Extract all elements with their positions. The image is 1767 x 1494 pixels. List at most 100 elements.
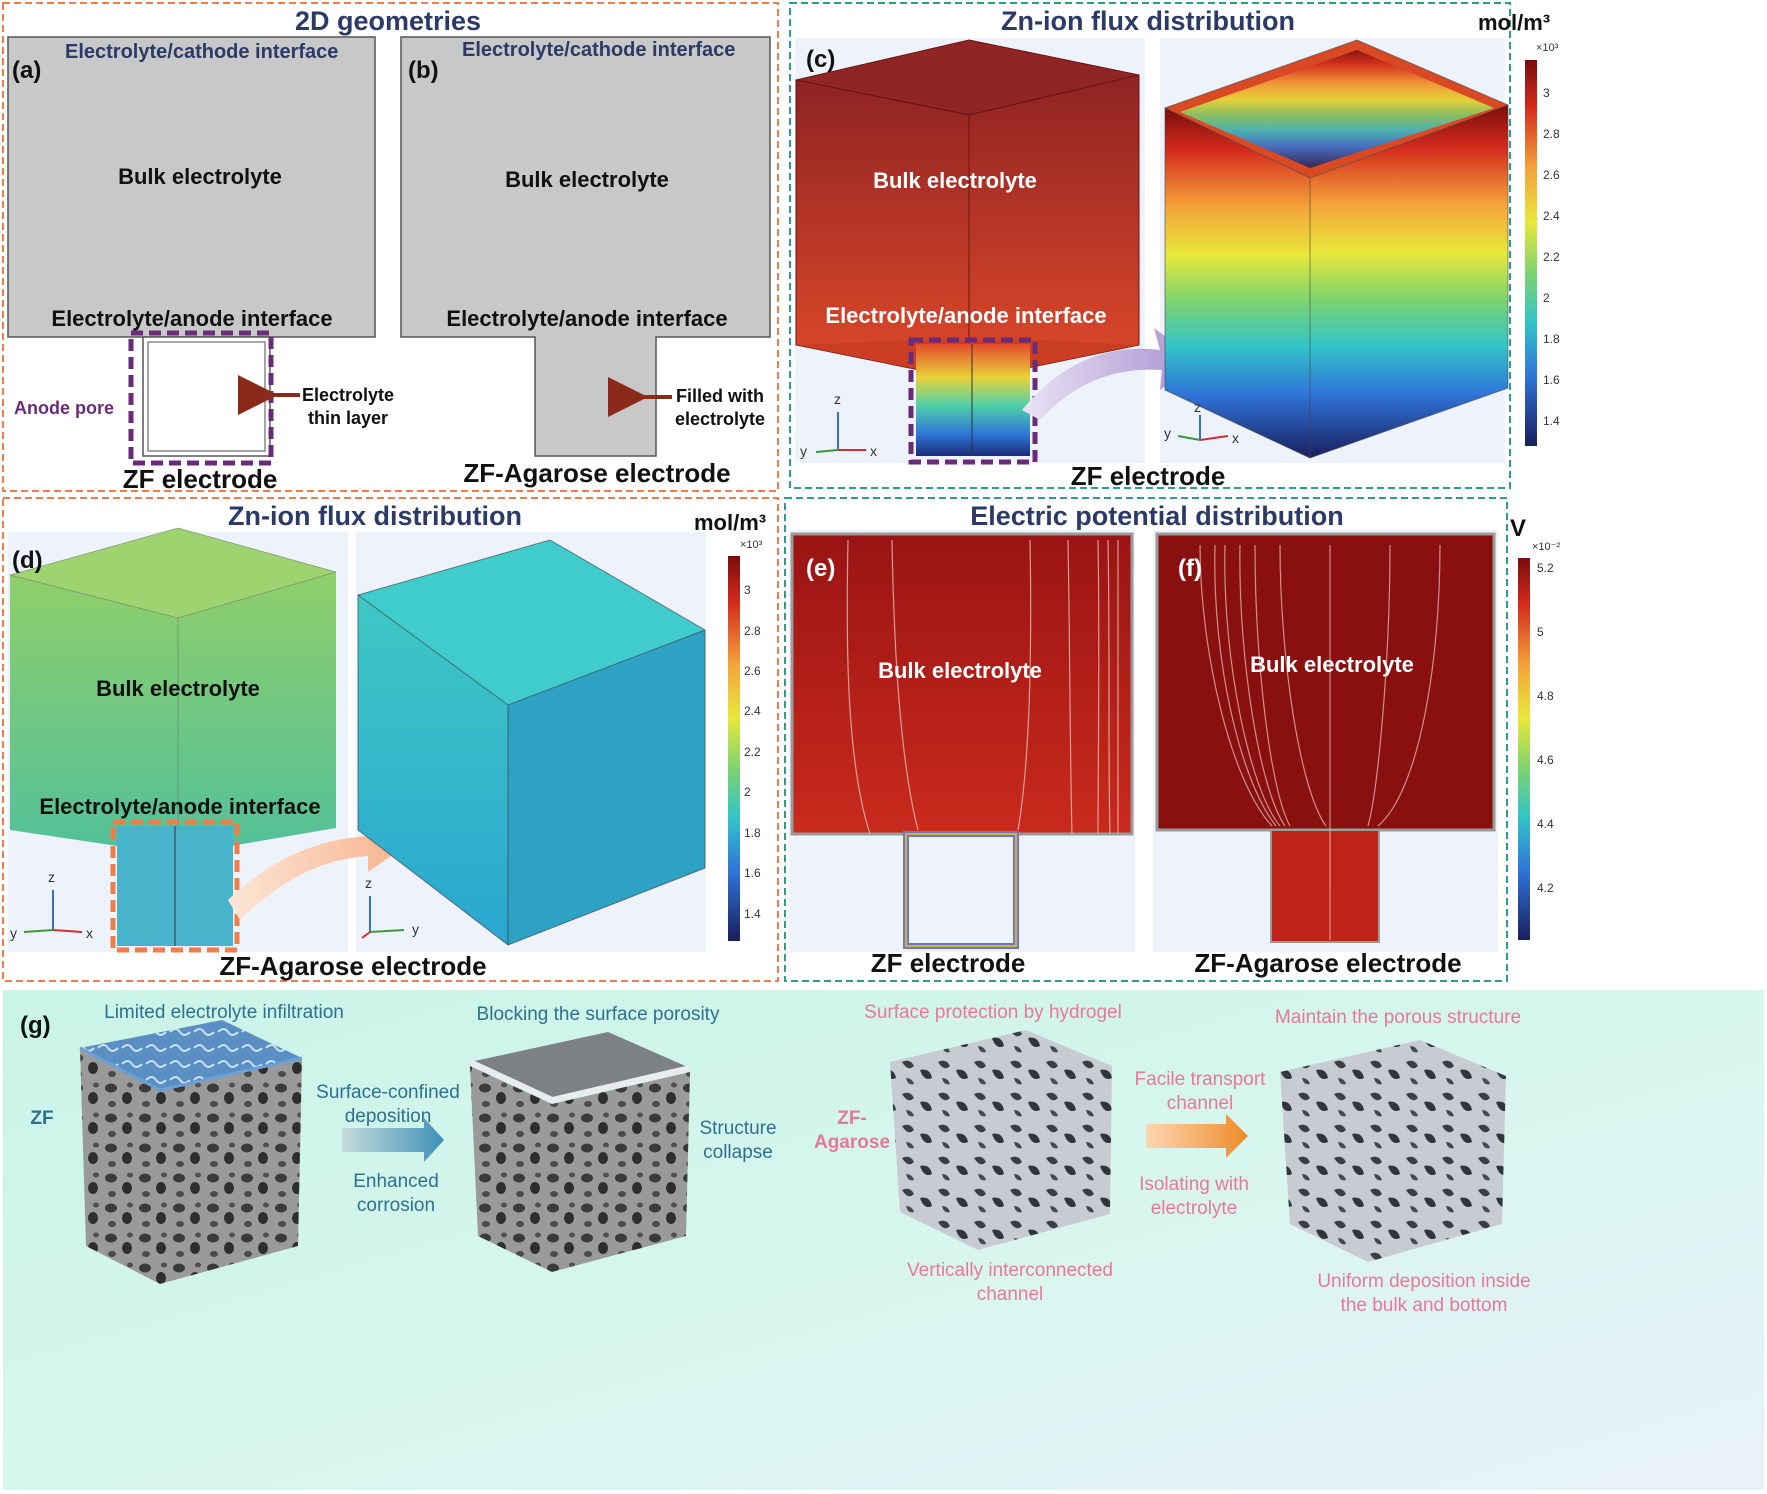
colorbar-c-tick: 1.4 xyxy=(1543,414,1560,428)
panel-c: Zn-ion flux distribution (c) Bulk electr… xyxy=(789,2,1560,491)
cyan-cube-right xyxy=(508,630,705,945)
bulk-region-e xyxy=(790,532,1134,836)
caption-c: ZF electrode xyxy=(1071,461,1226,491)
axes-triad-c2: z y x xyxy=(1164,399,1239,446)
bulk-text-d: Bulk electrolyte xyxy=(96,676,260,701)
caption-f: ZF-Agarose electrode xyxy=(1194,948,1461,978)
vertical-1: Vertically interconnected xyxy=(907,1260,1113,1281)
colorbar-c-tick: 2.4 xyxy=(1543,209,1560,223)
zf-foam-cube xyxy=(79,1020,303,1284)
agarose-foam-cube xyxy=(890,1030,1112,1250)
surface-confined-1: Surface-confined xyxy=(316,1082,460,1103)
colorbar-c-tick: 3 xyxy=(1543,86,1550,100)
red-box-left xyxy=(795,79,970,381)
scale-exp-c: ×10³ xyxy=(1536,42,1559,54)
unit-d: mol/m³ xyxy=(694,510,766,535)
bulk-text-c: Bulk electrolyte xyxy=(873,168,1037,193)
colorbar-ef-tick: 4.8 xyxy=(1537,689,1554,703)
label-a: (a) xyxy=(12,57,41,84)
label-c: (c) xyxy=(806,46,835,73)
label-b: (b) xyxy=(408,57,439,84)
zf-agarose-label-2: Agarose xyxy=(814,1132,890,1153)
collapse-2: collapse xyxy=(703,1142,773,1163)
svg-text:z: z xyxy=(834,391,841,407)
jet-box-inner xyxy=(1180,50,1494,168)
orange-arrow xyxy=(1146,1114,1248,1158)
scale-exp-d: ×10³ xyxy=(740,539,763,551)
surface-confined-2: deposition xyxy=(345,1106,432,1127)
colorbar-ef-tick: 4.2 xyxy=(1537,881,1554,895)
svg-text:y: y xyxy=(800,443,807,459)
panel-ab-title: 2D geometries xyxy=(295,6,481,36)
collapse-1: Structure xyxy=(699,1118,776,1139)
zoom-arrow-d xyxy=(228,812,414,920)
svg-text:x: x xyxy=(1232,430,1239,446)
colorbar-c-tick: 2.8 xyxy=(1543,127,1560,141)
bulk-text-f: Bulk electrolyte xyxy=(1250,652,1414,677)
colorbar-d xyxy=(728,556,740,941)
uniform-2: the bulk and bottom xyxy=(1341,1295,1508,1316)
filled-label-2: electrolyte xyxy=(675,409,765,429)
svg-text:y: y xyxy=(412,921,419,937)
panel-ab: 2D geometries (a) Electrolyte/cathode in… xyxy=(2,2,779,494)
anode-interface-a: Electrolyte/anode interface xyxy=(51,306,332,331)
svg-text:z: z xyxy=(1194,399,1201,415)
facile-1: Facile transport xyxy=(1135,1069,1267,1090)
pore-c xyxy=(916,344,1030,456)
pore-d-highlight xyxy=(110,819,240,953)
panel-c-title: Zn-ion flux distribution xyxy=(1001,6,1295,36)
colorbar-d-tick: 3 xyxy=(744,583,751,597)
colorbar-ef-tick: 5.2 xyxy=(1537,561,1554,575)
isolating-1: Isolating with xyxy=(1139,1174,1249,1195)
axes-triad-c1: z y x xyxy=(800,391,877,459)
thin-layer-label-1: Electrolyte xyxy=(302,385,394,405)
maintained-foam-cube xyxy=(1280,1040,1506,1262)
colorbar-ef-ticks: 5.2 5 4.8 4.6 4.4 4.2 xyxy=(1537,561,1554,895)
colorbar-d-ticks: 3 2.8 2.6 2.4 2.2 2 1.8 1.6 1.4 xyxy=(744,583,761,921)
collapsed-foam-cube xyxy=(468,1032,691,1272)
panel-g: (g) ZF Limited electrolyte infiltration … xyxy=(3,990,1764,1490)
panel-d-title: Zn-ion flux distribution xyxy=(228,501,522,531)
maintain-label: Maintain the porous structure xyxy=(1275,1007,1521,1028)
caption-e: ZF electrode xyxy=(871,948,1026,978)
colorbar-c-ticks: 3 2.8 2.6 2.4 2.2 2 1.8 1.6 1.4 xyxy=(1543,86,1560,428)
svg-text:y: y xyxy=(10,925,17,941)
panel-d: Zn-ion flux distribution (d) Bulk electr… xyxy=(2,497,779,982)
colorbar-d-tick: 2.6 xyxy=(744,664,761,678)
colorbar-ef-tick: 4.6 xyxy=(1537,753,1554,767)
colorbar-ef-tick: 5 xyxy=(1537,625,1544,639)
svg-text:x: x xyxy=(86,925,93,941)
scale-exp-ef: ×10⁻² xyxy=(1532,541,1560,553)
enhanced-2: corrosion xyxy=(357,1195,435,1216)
anode-pore-a xyxy=(142,336,271,457)
interface-c: Electrolyte/anode interface xyxy=(825,303,1106,328)
bulk-text-e: Bulk electrolyte xyxy=(878,658,1042,683)
colorbar-d-tick: 1.4 xyxy=(744,907,761,921)
svg-text:z: z xyxy=(365,875,372,891)
zf-label: ZF xyxy=(30,1108,53,1129)
bulk-region-b xyxy=(400,36,771,457)
bulk-text-a: Bulk electrolyte xyxy=(118,164,282,189)
panel-c-frame xyxy=(789,2,1511,489)
colorbar-ef-tick: 4.4 xyxy=(1537,817,1554,831)
panel-ef-frame xyxy=(784,497,1508,982)
panel-ef-title: Electric potential distribution xyxy=(970,501,1344,531)
caption-d: ZF-Agarose electrode xyxy=(219,951,486,981)
unit-ef: V xyxy=(1510,515,1526,542)
green-box-edges xyxy=(9,527,337,855)
panel-ab-frame xyxy=(2,2,779,492)
colorbar-d-tick: 2.4 xyxy=(744,704,761,718)
bulk-region-a xyxy=(7,36,376,338)
pore-e-inner xyxy=(905,833,1017,947)
label-f: (f) xyxy=(1178,555,1202,582)
colorbar-c xyxy=(1525,60,1537,446)
colorbar-c-tick: 2 xyxy=(1543,291,1550,305)
anode-pore-label: Anode pore xyxy=(14,398,114,418)
label-e: (e) xyxy=(806,555,835,582)
isolating-2: electrolyte xyxy=(1151,1198,1238,1219)
colorbar-ef xyxy=(1518,558,1530,940)
pore-f xyxy=(1270,829,1380,943)
interface-d: Electrolyte/anode interface xyxy=(39,794,320,819)
